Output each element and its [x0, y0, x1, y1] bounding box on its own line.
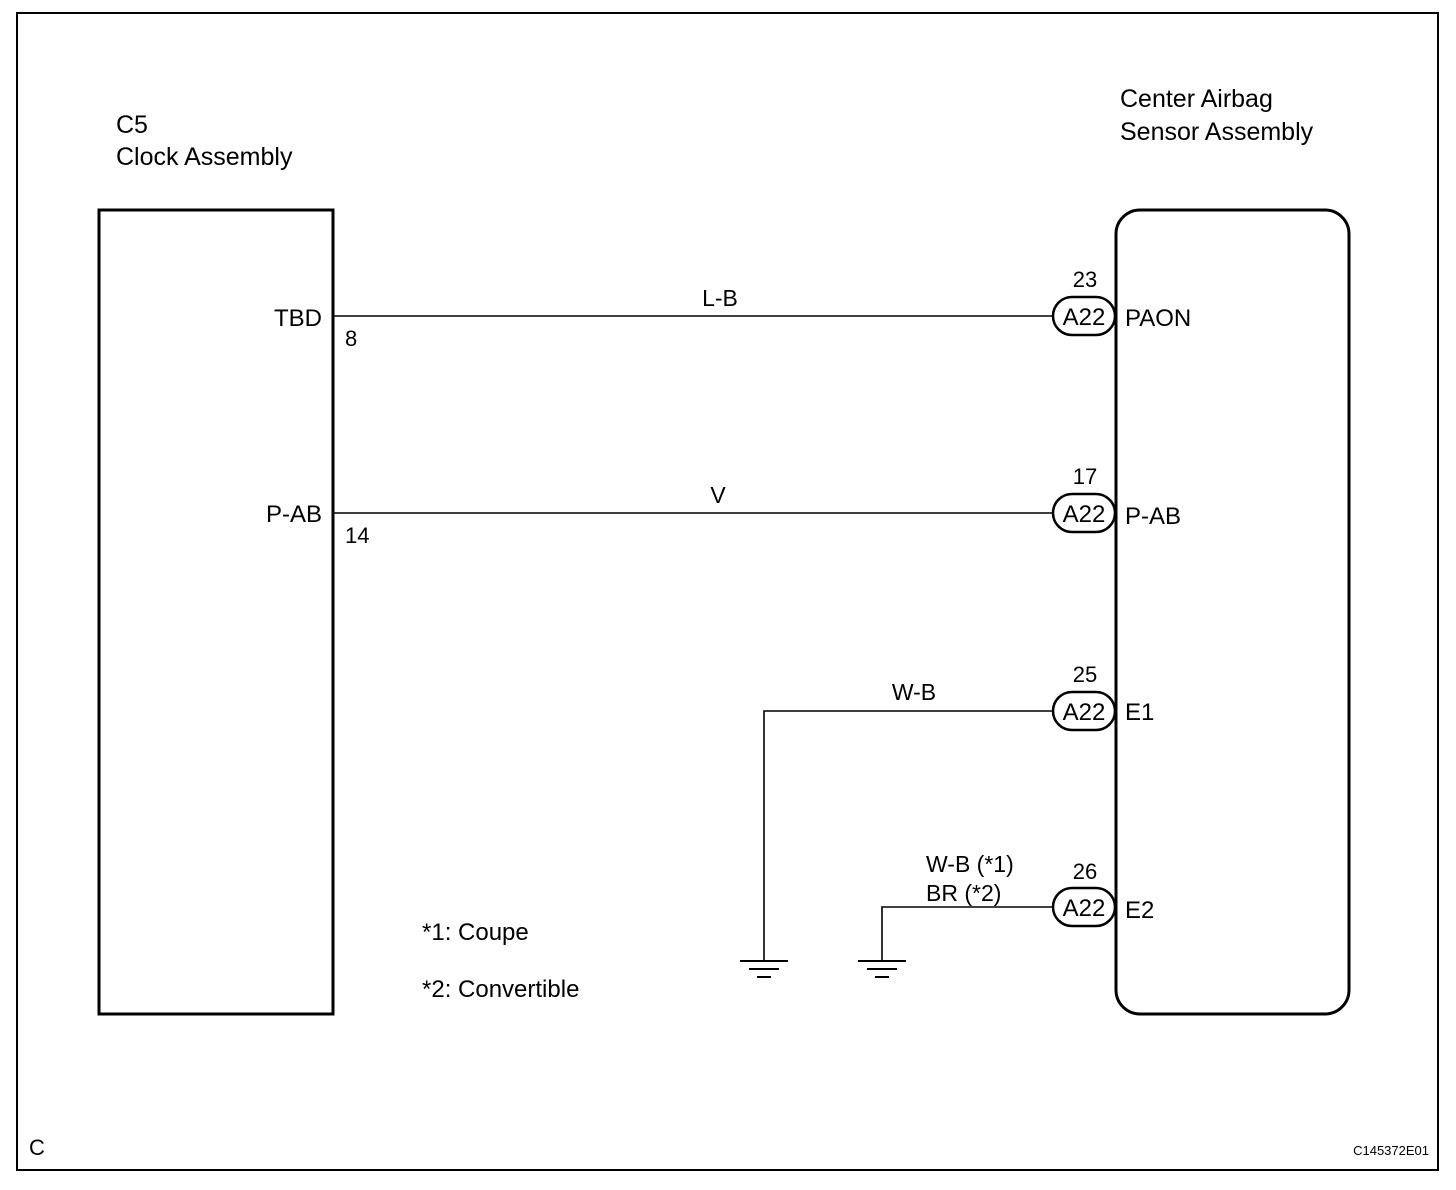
corner-letter: C	[29, 1135, 45, 1160]
connector-pin-number: 17	[1073, 464, 1097, 489]
connector-a22-pin26: A22 26 E2	[1051, 859, 1154, 928]
wire-w-b-br	[881, 906, 1053, 960]
right-pin-label-e2: E2	[1125, 897, 1154, 924]
connector-code: A22	[1063, 699, 1106, 726]
connector-oval	[1051, 492, 1117, 534]
connector-oval	[1051, 886, 1117, 928]
wire-color-l-b: L-B	[702, 285, 738, 311]
connector-pin-number: 26	[1073, 859, 1097, 884]
right-pin-label-p-ab: P-AB	[1125, 503, 1181, 530]
connector-code: A22	[1063, 501, 1106, 528]
connector-a22-pin25: A22 25 E1	[1051, 662, 1154, 732]
right-pin-label-paon: PAON	[1125, 305, 1191, 332]
left-pin-label-tbd: TBD	[274, 305, 322, 332]
connector-oval	[1051, 690, 1117, 732]
wire-color-w-b-star1: W-B (*1)	[926, 851, 1014, 877]
left-pin-number-8: 8	[345, 326, 357, 351]
note-convertible: *2: Convertible	[422, 976, 579, 1003]
connector-code: A22	[1063, 304, 1106, 331]
note-coupe: *1: Coupe	[422, 919, 529, 946]
left-pin-number-14: 14	[345, 523, 369, 548]
right-component-name-line2: Sensor Assembly	[1120, 118, 1314, 146]
figure-id: C145372E01	[1353, 1143, 1429, 1158]
connector-oval	[1051, 295, 1117, 337]
connector-pin-number: 25	[1073, 662, 1097, 687]
clock-assembly-box	[97, 208, 335, 1016]
ground-symbol-2	[858, 960, 906, 978]
airbag-sensor-box	[1114, 208, 1351, 1016]
connector-a22-pin17: A22 17 P-AB	[1051, 464, 1181, 534]
connector-a22-pin23: A22 23 PAON	[1051, 267, 1191, 337]
wire-color-w-b: W-B	[892, 679, 936, 705]
left-pin-label-p-ab: P-AB	[266, 501, 322, 528]
connector-code: A22	[1063, 895, 1106, 922]
right-pin-label-e1: E1	[1125, 699, 1154, 726]
wire-color-br-star2: BR (*2)	[926, 880, 1001, 906]
connector-pin-number: 23	[1073, 267, 1097, 292]
left-component-code: C5	[116, 111, 148, 139]
diagram-frame	[16, 12, 1439, 1171]
wire-color-v: V	[710, 482, 726, 508]
wire-w-b	[763, 710, 1053, 960]
left-component-name: Clock Assembly	[116, 143, 293, 171]
ground-symbol-1	[740, 960, 788, 978]
right-component-name-line1: Center Airbag	[1120, 85, 1273, 113]
